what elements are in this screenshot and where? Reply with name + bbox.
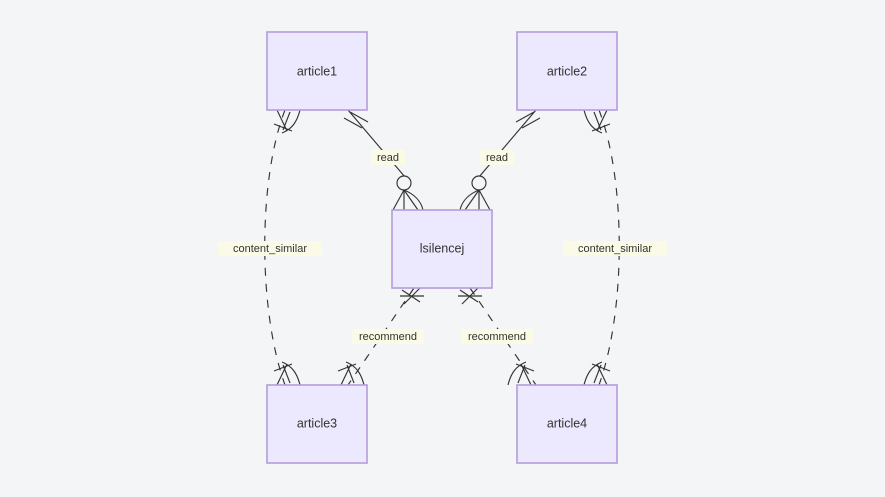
relationship-label-content-similar-right: content_similar (563, 241, 667, 256)
entity-box-rect[interactable] (516, 31, 618, 111)
entity-box-rect[interactable] (266, 384, 368, 464)
cardinality-marker-zero-or-many (459, 175, 491, 211)
cardinality-marker-one-or-many (583, 361, 611, 386)
entity-article2[interactable]: article2 (516, 31, 618, 111)
entity-article1[interactable]: article1 (266, 31, 368, 111)
cardinality-marker-one-or-many (507, 361, 535, 386)
entity-article3[interactable]: article3 (266, 384, 368, 464)
relationship-label-read-left: read (371, 150, 405, 165)
entity-box-rect[interactable] (516, 384, 618, 464)
entity-box-rect[interactable] (266, 31, 368, 111)
cardinality-marker-one-and-only-one (343, 111, 369, 129)
relationship-line-recommend-left[interactable] (347, 287, 415, 386)
cardinality-marker-one-or-many (273, 109, 301, 134)
relationship-label-recommend-left: recommend (352, 329, 424, 344)
cardinality-marker-one-or-many (458, 287, 482, 305)
entity-article4[interactable]: article4 (516, 384, 618, 464)
cardinality-marker-one-or-many (400, 287, 424, 305)
cardinality-marker-one-or-many (273, 361, 301, 386)
relationship-line-recommend-right[interactable] (469, 287, 537, 386)
relationship-label-recommend-right: recommend (461, 329, 533, 344)
entity-box-rect[interactable] (391, 209, 493, 289)
relationship-label-read-right: read (480, 150, 514, 165)
cardinality-marker-one-or-many (337, 361, 365, 386)
relationship-line-read-right[interactable] (478, 109, 537, 178)
relationship-line-content-similar-left[interactable] (264, 109, 286, 386)
relationship-line-content-similar-right[interactable] (598, 109, 620, 386)
relationship-line-read-left[interactable] (347, 109, 406, 178)
cardinality-marker-one-or-many (583, 109, 611, 134)
cardinality-marker-one-and-only-one (515, 111, 541, 129)
entity-lsilencej[interactable]: lsilencej (391, 209, 493, 289)
cardinality-marker-zero-or-many (392, 175, 424, 211)
relationship-label-content-similar-left: content_similar (218, 241, 322, 256)
